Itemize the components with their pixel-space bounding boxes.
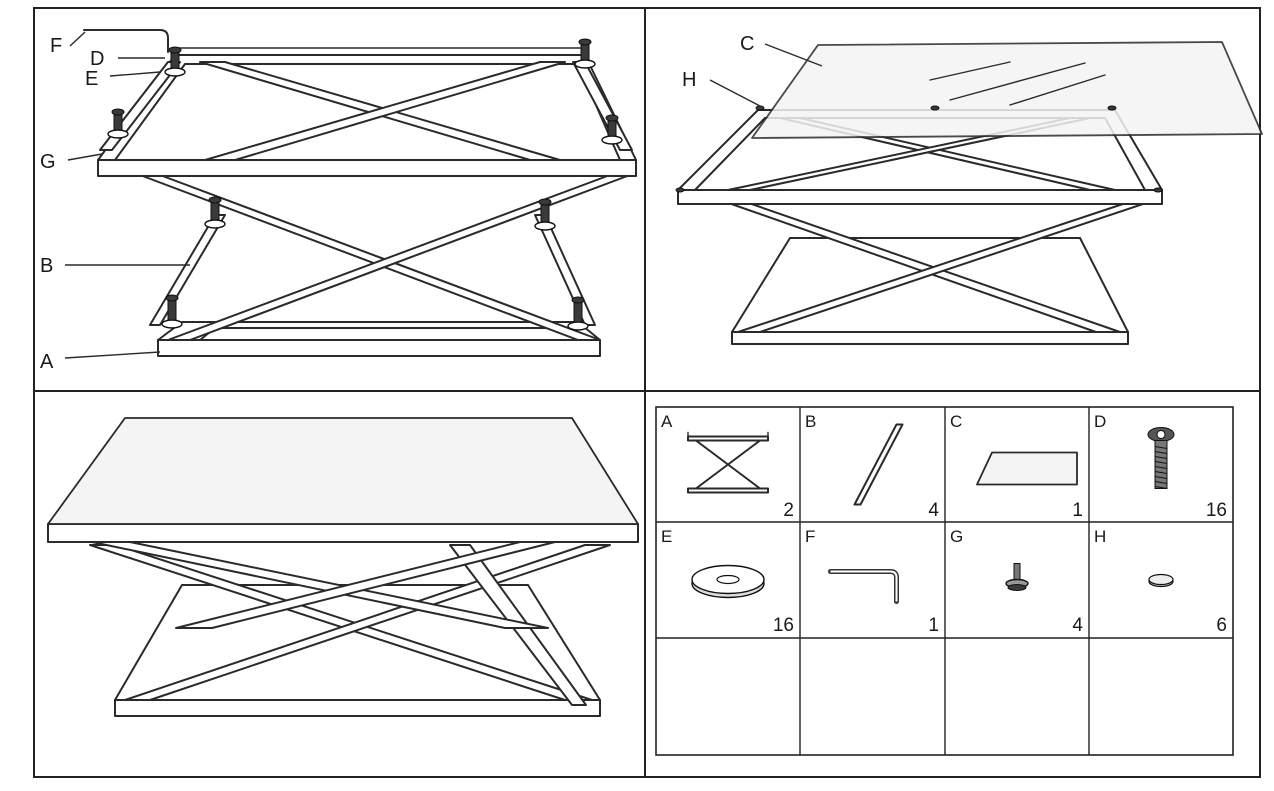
glass-top-icon	[976, 451, 1078, 486]
allen-key-icon	[83, 29, 169, 53]
part-letter: G	[950, 527, 963, 546]
callout-a: A	[40, 351, 54, 373]
part-cell-h: H6	[1094, 527, 1227, 636]
part-quantity: 16	[773, 615, 794, 636]
part-cell-c: C1	[950, 412, 1083, 521]
part-quantity: 6	[1216, 615, 1227, 636]
callout-b: B	[40, 255, 53, 277]
part-quantity: 1	[1072, 500, 1083, 521]
bolt-stacks	[107, 38, 623, 331]
bar-icon	[853, 423, 904, 506]
part-letter: E	[661, 527, 672, 546]
step3-finished-table	[47, 417, 639, 717]
part-quantity: 4	[1072, 615, 1083, 636]
part-letter: B	[805, 412, 816, 431]
callout-d: D	[90, 48, 104, 70]
callout-h: H	[682, 69, 696, 91]
bolt-icon	[1147, 427, 1175, 489]
step1-exploded-frame: F D E G B A	[40, 29, 637, 373]
part-quantity: 4	[928, 500, 939, 521]
part-letter: F	[805, 527, 815, 546]
callout-f: F	[50, 35, 62, 57]
callout-c: C	[740, 33, 754, 55]
step2-glass-placement: C H	[675, 33, 1263, 345]
part-cell-a: A2	[661, 412, 794, 521]
part-letter: C	[950, 412, 962, 431]
part-cell-b: B4	[805, 412, 939, 521]
upper-frame	[97, 47, 637, 177]
part-cell-d: D 16	[1094, 412, 1227, 521]
panel-grid	[33, 7, 1261, 778]
callout-g: G	[40, 151, 56, 173]
washer-icon	[691, 564, 765, 599]
callout-e: E	[85, 68, 98, 90]
bumper-pad-icon	[1148, 573, 1174, 588]
allen-key-icon	[828, 569, 899, 604]
x-frame-icon	[687, 431, 769, 494]
part-cell-f: F1	[805, 527, 939, 636]
part-letter: D	[1094, 412, 1106, 431]
part-cell-g: G4	[950, 527, 1083, 636]
part-quantity: 16	[1206, 500, 1227, 521]
part-cell-e: E 16	[661, 527, 794, 636]
leveling-screw-icon	[1005, 563, 1029, 591]
part-letter: A	[661, 412, 673, 431]
part-quantity: 1	[928, 615, 939, 636]
part-letter: H	[1094, 527, 1106, 546]
part-quantity: 2	[783, 500, 794, 521]
